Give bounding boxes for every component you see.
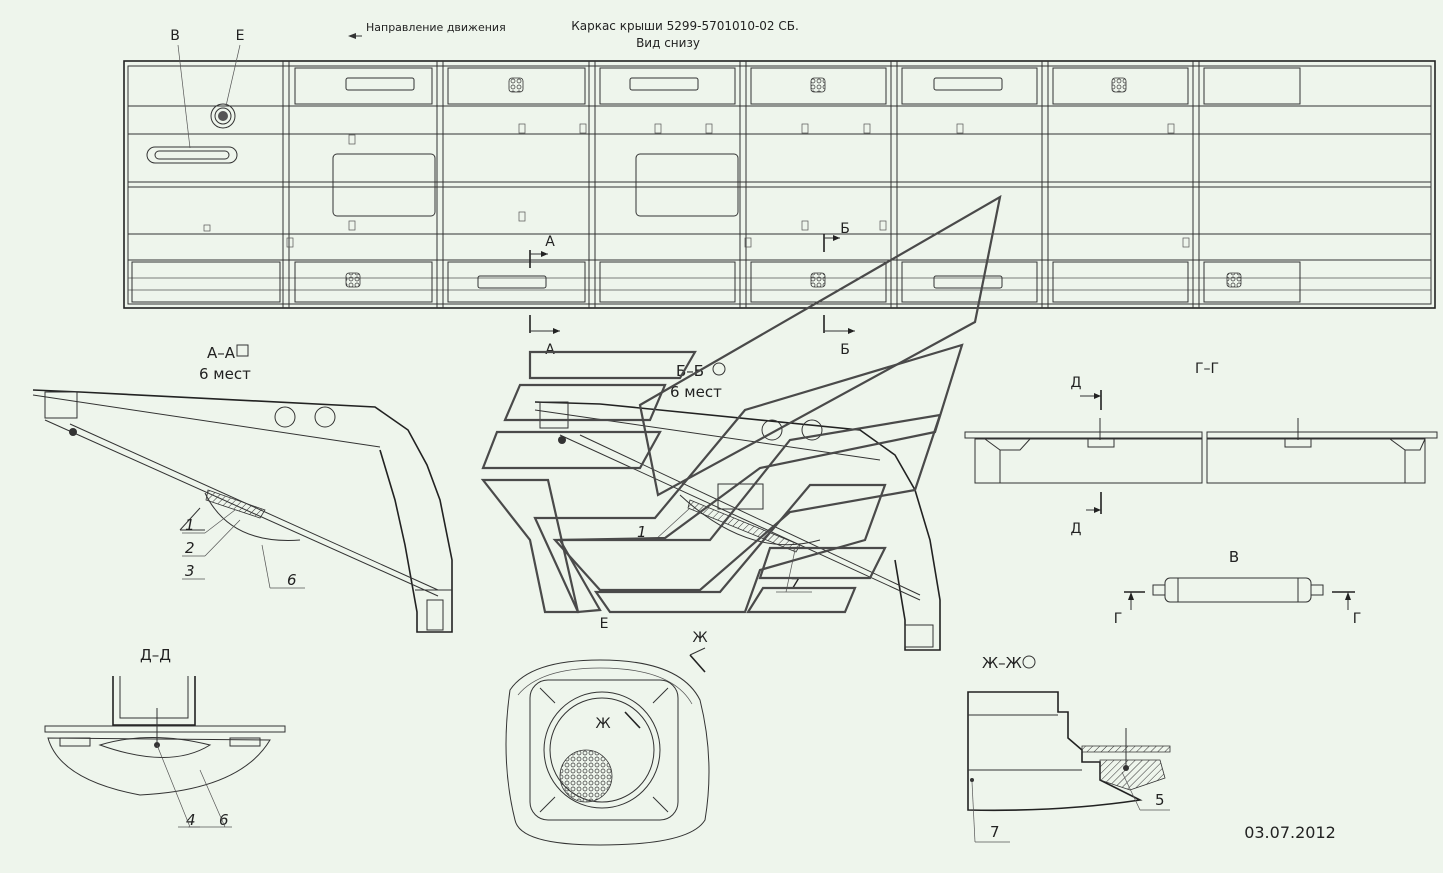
watermark-letter: E — [600, 616, 609, 632]
direction-label: Направление движения — [366, 21, 506, 34]
svg-text:А–А: А–А — [207, 344, 236, 362]
svg-text:А: А — [545, 234, 555, 250]
section-a-marker: А А — [529, 234, 560, 358]
callout-7-bb: 7 — [790, 575, 800, 593]
section-dd-title: Д–Д — [140, 646, 171, 664]
svg-text:Ж: Ж — [692, 630, 707, 646]
drawing-date: 03.07.2012 — [1244, 823, 1336, 842]
callout-4-dd: 4 — [186, 811, 196, 829]
section-aa-drawing — [32, 389, 453, 633]
svg-text:Д: Д — [1071, 375, 1082, 391]
svg-text:Д: Д — [1071, 521, 1082, 537]
section-zhzh-title: Ж–Ж — [982, 654, 1036, 672]
svg-text:Б: Б — [840, 342, 850, 358]
svg-text:Г: Г — [1114, 611, 1123, 627]
section-d-marker: Д Д — [1071, 375, 1102, 537]
callout-6-dd: 6 — [219, 811, 229, 829]
detail-e-vent — [505, 659, 710, 846]
svg-text:Ж–Ж: Ж–Ж — [982, 654, 1022, 672]
section-gg-title: Г–Г — [1195, 361, 1219, 377]
svg-text:Б: Б — [840, 221, 850, 237]
callout-1-bb: 1 — [637, 523, 647, 541]
svg-text:Ж: Ж — [595, 716, 610, 732]
marker-e: Е — [236, 28, 245, 44]
section-bb-drawing — [534, 401, 941, 651]
svg-text:Г: Г — [1353, 611, 1362, 627]
section-b-marker: Б Б — [823, 221, 855, 358]
direction-arrow — [348, 33, 362, 39]
svg-text:А: А — [545, 342, 555, 358]
view-v-drawing — [1152, 577, 1324, 603]
marker-v: В — [170, 28, 180, 44]
callout-5-zhzh: 5 — [1155, 791, 1165, 809]
section-gg-drawing — [964, 418, 1438, 484]
callout-7-zhzh: 7 — [990, 823, 1000, 841]
section-bb-title: Б–Б 6 мест — [670, 362, 726, 401]
section-dd-drawing — [44, 676, 286, 796]
svg-text:Б–Б: Б–Б — [676, 362, 704, 380]
section-zhzh-drawing — [967, 691, 1171, 812]
callout-6-aa: 6 — [287, 571, 297, 589]
section-zh-marker: Ж Ж — [595, 630, 707, 732]
drawing-title: Каркас крыши 5299-5701010-02 СБ. — [571, 19, 799, 33]
watermark-outline — [480, 194, 1002, 614]
section-g-marker: Г Г — [1114, 591, 1362, 627]
roof-frame-view — [123, 60, 1436, 309]
callout-1-aa: 1 — [185, 516, 195, 534]
callout-2-aa: 2 — [185, 539, 195, 557]
svg-text:6 мест: 6 мест — [670, 383, 722, 401]
section-aa-title: А–А 6 мест — [199, 344, 251, 383]
svg-text:6 мест: 6 мест — [199, 365, 251, 383]
callout-3-aa: 3 — [185, 562, 195, 580]
view-v-title: В — [1229, 548, 1239, 566]
drawing-subtitle: Вид снизу — [636, 36, 700, 50]
